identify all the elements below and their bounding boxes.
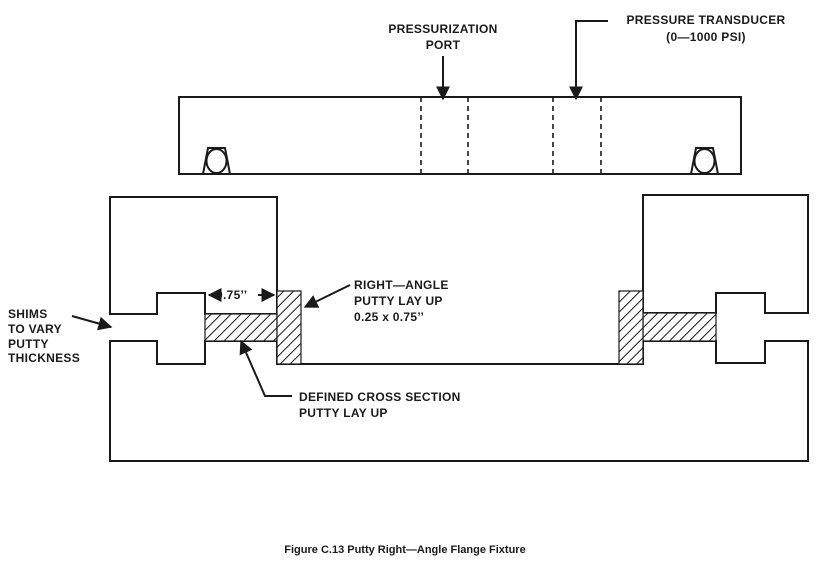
dimension-label: 0.75’’	[207, 288, 276, 302]
shims-line-3: PUTTY	[8, 337, 49, 351]
shims-leader	[71, 315, 113, 331]
right-angle-putty-left	[276, 290, 302, 365]
lid-plate	[178, 96, 742, 175]
transducer-label-line-1: PRESSURE TRANSDUCER	[626, 13, 785, 27]
defined-cross-section-label: DEFINED CROSS SECTION PUTTY LAY UP	[239, 339, 461, 420]
right-angle-putty-right	[618, 290, 644, 365]
pressurization-port-label: PRESSURIZATION PORT	[388, 22, 497, 101]
o-ring-left	[205, 148, 228, 174]
figure-caption: Figure C.13 Putty Right—Angle Flange Fix…	[284, 544, 525, 556]
right-angle-line-2: PUTTY LAY UP	[354, 294, 443, 308]
left-upper-block	[109, 196, 278, 315]
right-angle-leader	[303, 284, 351, 308]
right-angle-label: RIGHT—ANGLE PUTTY LAY UP 0.25 x 0.75’’	[303, 278, 449, 324]
right-angle-line-1: RIGHT—ANGLE	[354, 278, 449, 292]
right-angle-line-3: 0.25 x 0.75’’	[354, 310, 424, 324]
o-ring-right	[693, 148, 716, 174]
defined-cross-section-putty	[204, 313, 278, 342]
cross-section-line-1: DEFINED CROSS SECTION	[299, 390, 461, 404]
dimension-text: 0.75’’	[216, 288, 247, 302]
port-label-line-1: PRESSURIZATION	[388, 22, 497, 36]
cross-section-putty-right	[642, 312, 717, 342]
pressure-transducer-label: PRESSURE TRANSDUCER (0—1000 PSI)	[569, 13, 785, 101]
cross-section-line-2: PUTTY LAY UP	[299, 406, 388, 420]
shims-line-1: SHIMS	[8, 307, 48, 321]
port-label-line-2: PORT	[426, 38, 461, 52]
transducer-label-line-2: (0—1000 PSI)	[666, 30, 746, 44]
shims-line-2: TO VARY	[8, 322, 62, 336]
shims-line-4: THICKNESS	[8, 351, 80, 365]
lid-outline	[178, 96, 742, 175]
cross-section-leader	[239, 339, 292, 397]
transducer-leader	[569, 20, 608, 101]
shims-label: SHIMS TO VARY PUTTY THICKNESS	[8, 307, 113, 365]
right-upper-block	[642, 194, 809, 314]
